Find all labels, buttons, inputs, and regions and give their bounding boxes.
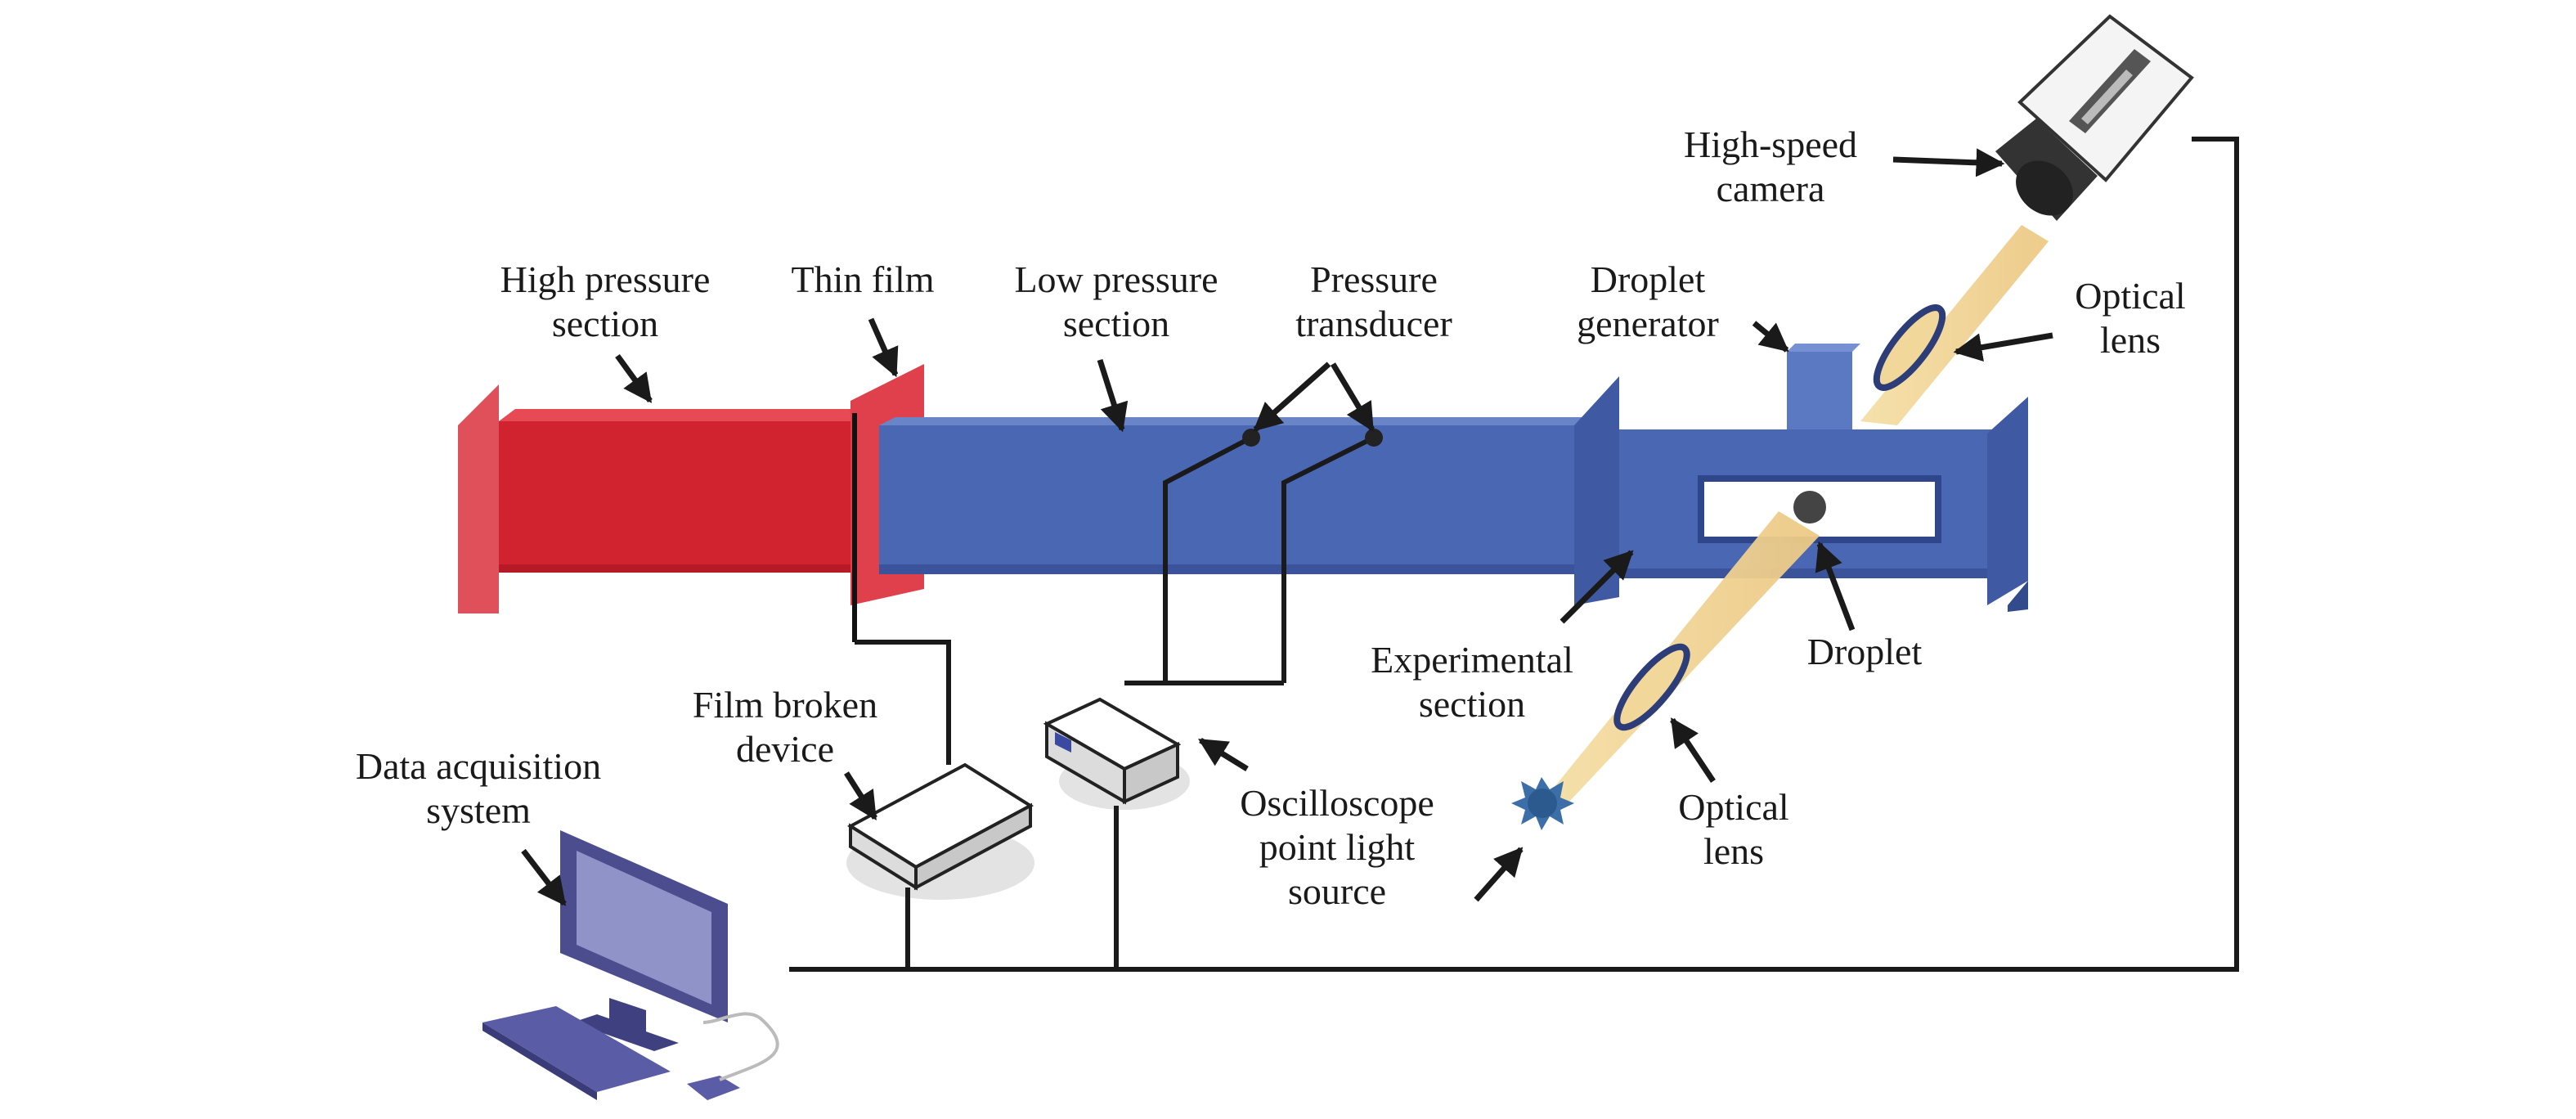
low-pressure-section [879,417,1603,574]
experimental-section [1574,344,2028,612]
high-speed-camera-label: High-speed camera [1683,124,1858,209]
droplet-generator-label: Droplet generator [1577,258,1719,344]
data-acquisition-system-label: Data acquisition system [355,745,602,831]
computer-icon [482,830,779,1100]
wiring [789,137,2239,972]
film-broken-device-icon [846,762,1034,900]
oscilloscope-icon [1043,697,1190,810]
pressure-transducer-2 [1365,429,1383,447]
low-pressure-section-label: Low pressure section [1014,258,1218,344]
droplet [1793,491,1826,524]
pressure-transducer-1 [1242,429,1260,447]
optical-lens-bottom-label: Optical lens [1678,786,1789,872]
pressure-transducer-label: Pressure transducer [1295,258,1452,344]
high-pressure-section-label: High pressure section [500,258,711,344]
film-broken-device-label: Film broken device [692,684,878,770]
bottom-light-beam [1536,511,1820,818]
top-light-beam [1860,225,2049,425]
experimental-section-label: Experimental section [1371,639,1573,725]
optical-lens-top-label: Optical lens [2075,275,2186,361]
point-light-source-icon [1511,777,1574,830]
thin-film-label: Thin film [791,258,935,300]
droplet-label: Droplet [1806,631,1923,672]
high-pressure-section [458,364,924,613]
label-arrows [521,148,2053,906]
oscilloscope-light-source-label: Oscilloscope point light source [1240,782,1434,912]
high-speed-camera-icon [1995,14,2194,221]
